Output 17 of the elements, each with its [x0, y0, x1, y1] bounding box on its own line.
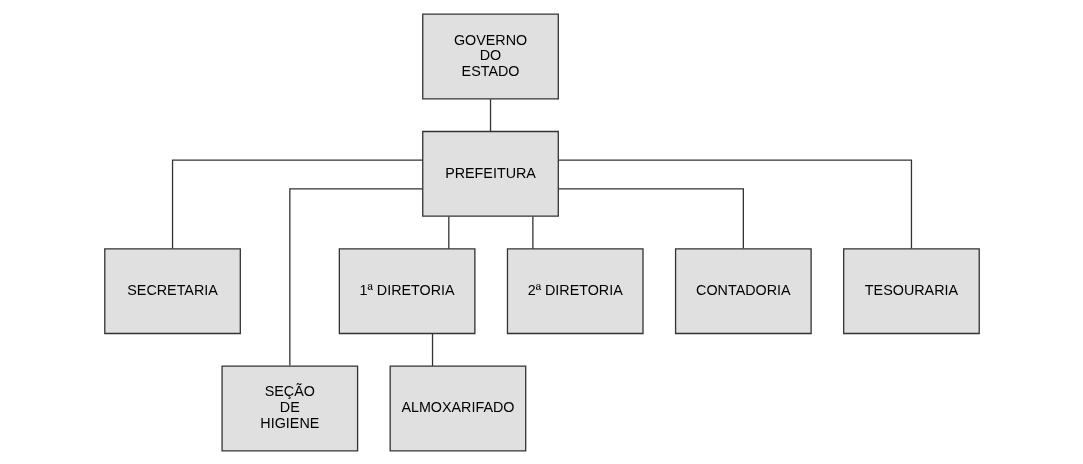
- node-box: ALMOXARIFADO: [389, 364, 526, 451]
- node-box: TESOURARIA: [842, 247, 980, 334]
- node-box: 1ª DIRETORIA: [338, 247, 476, 334]
- connector: [531, 215, 534, 249]
- connector: [447, 215, 449, 249]
- node-box: CONTADORIA: [674, 247, 812, 334]
- connector: [171, 159, 423, 249]
- node-box: SECRETARIA: [103, 247, 241, 334]
- node-box: GOVERNO DO ESTADO: [421, 13, 559, 100]
- connector: [557, 187, 744, 249]
- connector: [489, 98, 491, 132]
- node-box: 2ª DIRETORIA: [506, 247, 644, 334]
- connector: [557, 159, 912, 249]
- connector: [288, 187, 423, 366]
- connector: [431, 332, 433, 367]
- node-box: PREFEITURA: [421, 130, 559, 217]
- node-box: SEÇÃO DE HIGIENE: [220, 364, 358, 451]
